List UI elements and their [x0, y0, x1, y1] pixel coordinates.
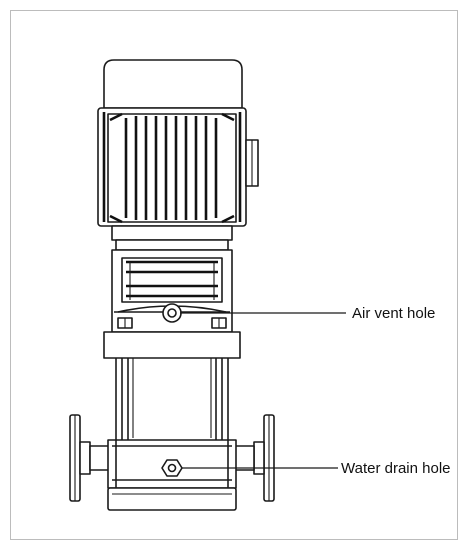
pump-head-plate: [103, 331, 241, 359]
motor-stool: [111, 239, 233, 333]
pump-sleeve: [127, 358, 217, 440]
motor-corner-brackets: [109, 112, 235, 224]
air-vent-plug: [162, 303, 182, 323]
motor-base-ring: [111, 225, 233, 241]
water-drain-label: Water drain hole: [341, 460, 451, 477]
motor-inner-frame: [107, 113, 237, 223]
motor-body: [97, 107, 247, 227]
motor-top-cap: [103, 59, 243, 109]
motor: [97, 59, 259, 241]
water-drain-plug: [161, 459, 183, 477]
stool-bolts: [117, 317, 227, 329]
air-vent-label: Air vent hole: [352, 305, 435, 322]
motor-cooling-fins: [124, 116, 218, 220]
pump-foot: [107, 487, 237, 511]
pump-base: [69, 414, 275, 511]
